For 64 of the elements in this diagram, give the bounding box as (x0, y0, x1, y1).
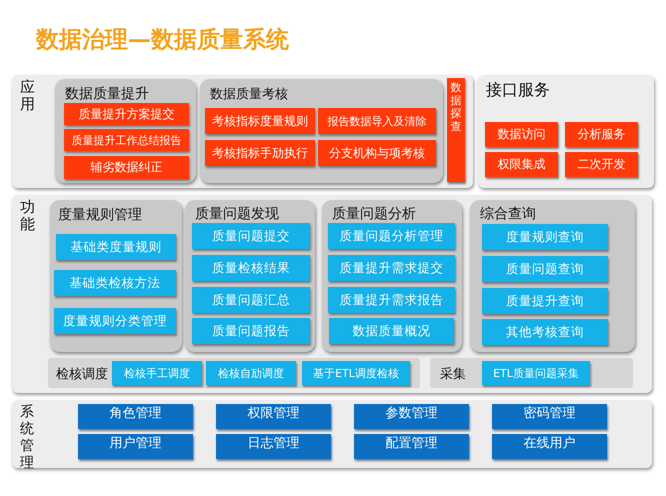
function-tile: 权限管理 (216, 404, 331, 429)
function-tile: 检核自劢调度 (206, 361, 296, 385)
function-tile: 密码管理 (492, 404, 607, 429)
function-tile: 质量问题分析管理 (328, 223, 455, 249)
function-tile: 分析服务 (565, 122, 638, 147)
module-strip (48, 358, 420, 388)
layer-panel (12, 195, 652, 393)
layer-title: 应用 (20, 79, 35, 113)
function-tile: 基于ETL调度检核 (302, 361, 410, 385)
function-tile: 质量检核结果 (192, 255, 310, 281)
function-tile: 质量问题报告 (192, 318, 310, 344)
function-tile: 分支机构与项考核 (318, 140, 436, 166)
function-tile: 数据质量概况 (329, 318, 454, 344)
layer-panel (12, 75, 473, 188)
function-tile: 报告数据导入及清除 (318, 108, 436, 134)
function-tile: 质量提升查询 (482, 288, 608, 314)
function-tile: ETL质量问题采集 (482, 361, 590, 385)
module-panel (185, 200, 315, 352)
module-title: 检核调度 (56, 366, 108, 383)
module-title: 综合查询 (480, 205, 536, 223)
module-panel (50, 200, 182, 352)
function-tile: 质量问题提交 (192, 223, 310, 249)
layer-title: 接口服务 (486, 80, 550, 101)
function-tile: 其他考核查询 (482, 319, 608, 345)
module-title: 质量问题发现 (195, 205, 279, 223)
module-panel (470, 200, 635, 352)
function-tile: 质量问题查询 (482, 256, 608, 282)
function-tile: 质量提升方案提交 (64, 103, 189, 125)
function-tile: 数据访问 (485, 122, 558, 147)
layer-panel (12, 400, 652, 468)
function-tile: 配置管理 (354, 434, 469, 459)
function-tile: 用户管理 (78, 434, 193, 459)
layer-title: 系统管理 (20, 404, 34, 472)
module-title: 数据质量提升 (65, 85, 149, 103)
function-tile: 辅劣数据纠正 (64, 156, 189, 179)
function-tile: 质量提升需求报告 (328, 287, 455, 313)
function-tile: 在线用户 (492, 434, 607, 459)
function-tile: 参数管理 (354, 404, 469, 429)
function-tile: 度量规则查询 (482, 224, 608, 250)
layer-title: 功能 (20, 199, 35, 233)
module-title: 数据质量考核 (210, 86, 288, 103)
function-tile: 检核手工调度 (112, 361, 202, 385)
function-tile: 二次开发 (565, 152, 638, 177)
function-tile: 基础类检核方法 (54, 270, 176, 296)
page-title: 数据治理—数据质量系统 (36, 26, 289, 55)
module-title: 度量规则管理 (58, 206, 142, 224)
module-title: 质量问题分析 (332, 205, 416, 223)
function-tile: 基础类度量规则 (56, 234, 176, 260)
layer-panel (478, 75, 654, 188)
function-tile: 质量提升需求提交 (328, 255, 455, 281)
function-tile: 考核指标度量规则 (205, 108, 315, 134)
function-tile: 质量问题汇总 (192, 287, 310, 313)
function-tile: 考核指标手劢执行 (205, 140, 315, 166)
function-tile: 日志管理 (216, 434, 331, 459)
function-tile: 数据探查 (447, 78, 465, 182)
module-panel (55, 79, 196, 183)
module-panel (322, 200, 462, 352)
function-tile: 质量提升工作总结报告 (64, 129, 189, 151)
function-tile: 角色管理 (78, 404, 193, 429)
module-title: 采集 (440, 366, 466, 383)
function-tile: 度量规则分类管理 (54, 308, 176, 334)
function-tile: 权限集成 (485, 152, 558, 177)
module-strip (430, 358, 633, 388)
module-panel (200, 79, 443, 183)
